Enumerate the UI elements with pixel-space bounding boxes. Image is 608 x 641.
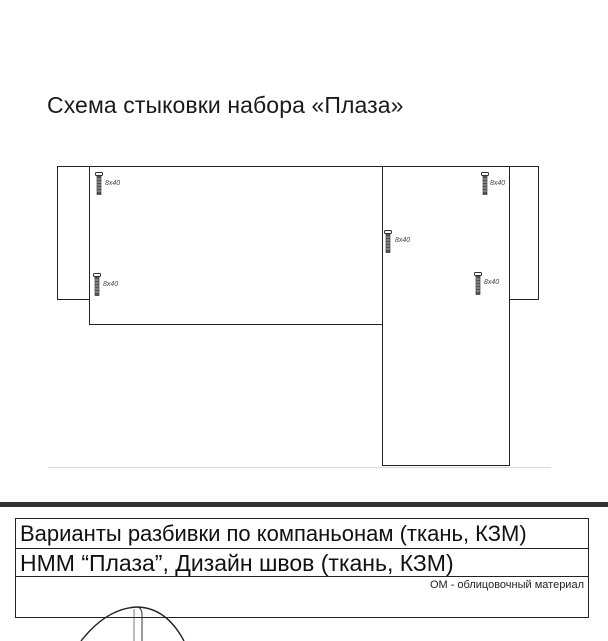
screw-label: 8x40 bbox=[105, 180, 121, 187]
screw-icon bbox=[93, 273, 101, 296]
table-subheading: НММ “Плаза”, Дизайн швов (ткань, КЗМ) bbox=[16, 549, 588, 577]
screw-icon bbox=[474, 272, 482, 295]
main-section bbox=[89, 166, 383, 325]
detail-circle bbox=[80, 606, 185, 641]
table-heading: Варианты разбивки по компаньонам (ткань,… bbox=[16, 519, 588, 549]
screw-icon bbox=[384, 230, 392, 253]
screw-icon bbox=[481, 172, 489, 195]
screw-icon bbox=[95, 172, 103, 195]
variants-table: Варианты разбивки по компаньонам (ткань,… bbox=[15, 518, 589, 641]
right-armrest bbox=[509, 166, 539, 300]
material-note: ОМ - облицовочный материал bbox=[429, 579, 584, 591]
screw-label: 8x40 bbox=[395, 237, 411, 244]
diagram-title: Схема стыковки набора «Плаза» bbox=[47, 92, 404, 118]
screw-label: 8x40 bbox=[490, 180, 506, 187]
section-divider bbox=[0, 502, 608, 507]
floor-line bbox=[48, 467, 551, 468]
screw-label: 8x40 bbox=[103, 281, 119, 288]
left-armrest bbox=[57, 166, 90, 300]
screw-label: 8x40 bbox=[484, 279, 500, 286]
corner-section bbox=[382, 166, 510, 466]
